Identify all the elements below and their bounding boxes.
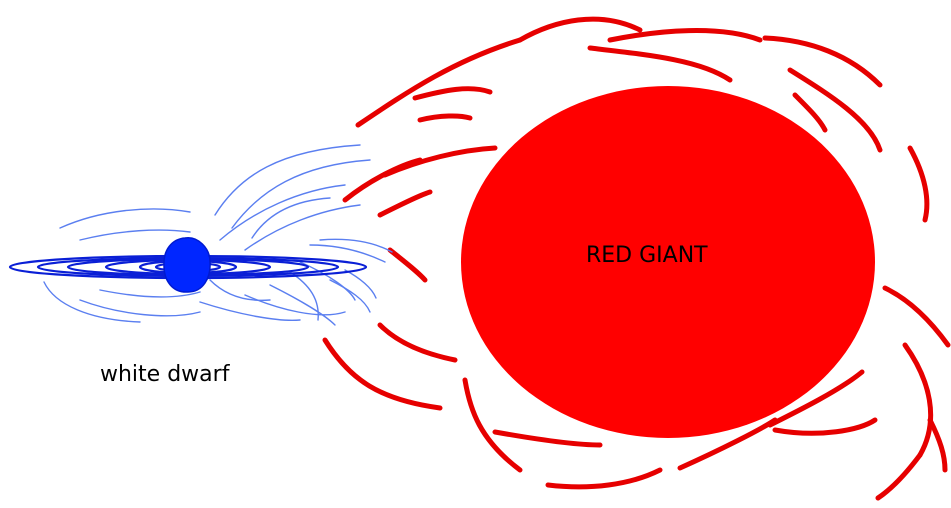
red-stream	[380, 325, 455, 360]
red-stream	[905, 345, 931, 455]
red-stream	[465, 380, 520, 470]
red-stream	[358, 40, 520, 125]
white-dwarf-star	[164, 238, 210, 292]
red-stream	[345, 160, 420, 200]
red-stream	[495, 432, 600, 445]
gas-wisp	[270, 285, 335, 325]
white-dwarf-label: white dwarf	[100, 364, 229, 386]
gas-wisp	[200, 302, 300, 320]
gas-wisp	[345, 270, 376, 298]
red-stream	[795, 95, 825, 130]
gas-wisp	[60, 209, 190, 228]
red-stream	[415, 89, 490, 98]
red-stream	[910, 148, 927, 220]
red-stream	[765, 38, 880, 85]
red-stream	[548, 470, 660, 487]
gas-wisp	[252, 198, 330, 238]
red-stream	[930, 420, 945, 470]
red-stream	[775, 420, 875, 433]
red-giant-label: RED GIANT	[586, 245, 708, 267]
red-stream	[380, 192, 430, 215]
gas-wisp	[44, 282, 140, 322]
gas-wisp	[220, 185, 345, 240]
red-stream	[878, 455, 920, 498]
gas-wisp	[330, 280, 370, 312]
red-stream	[390, 250, 425, 280]
red-stream	[885, 288, 948, 345]
red-stream	[610, 31, 760, 40]
red-stream	[420, 116, 470, 120]
gas-wisp	[80, 300, 200, 316]
gas-wisp	[80, 230, 190, 240]
red-stream	[385, 148, 495, 175]
gas-wisp	[210, 280, 270, 300]
red-stream	[590, 48, 730, 80]
gas-wisps	[44, 145, 392, 325]
